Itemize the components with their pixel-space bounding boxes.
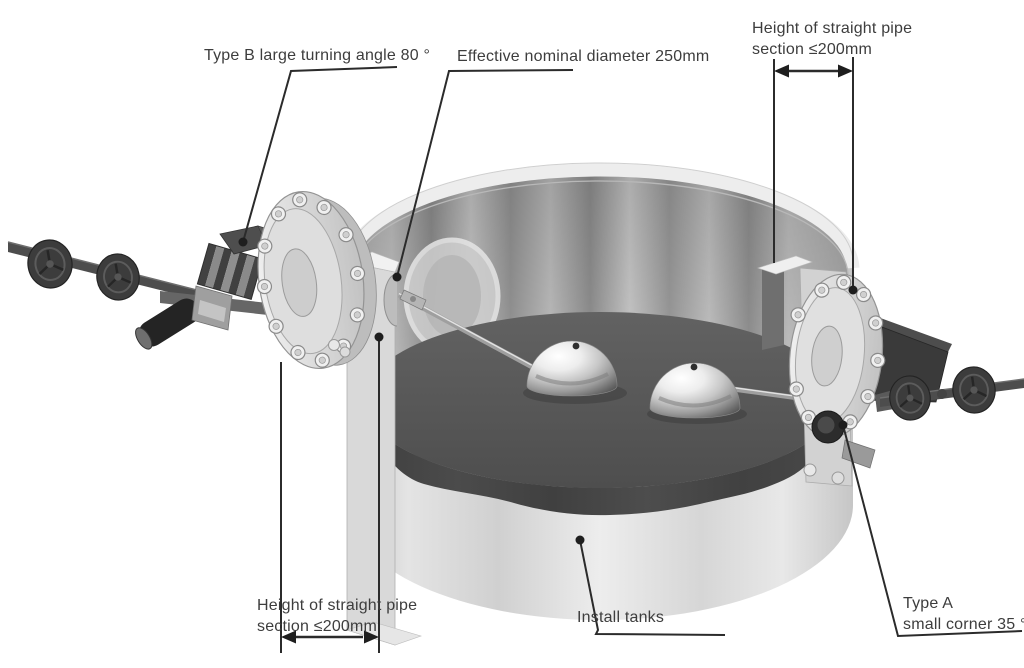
install-tanks-dot [575,535,585,545]
label-straight-pipe-right-line2: section ≤200mm [752,41,873,58]
left-float [523,340,627,404]
arrowhead [364,630,379,644]
type-a-leader [842,424,1023,638]
label-effective-diameter: Effective nominal diameter 250mm [457,48,710,65]
label-straight-pipe-left: Height of straight pipe section ≤200mm [257,595,417,637]
right-float [647,362,747,424]
right-measure-dot [848,285,858,295]
tank-left-cut-wall [345,251,422,646]
left-measure-dot [374,332,384,342]
right-handwheel-2 [948,363,1000,417]
arrowhead [774,64,789,78]
label-straight-pipe-right-line1: Height of straight pipe [752,20,913,37]
callout-leaders [242,57,1023,653]
label-install-tanks: Install tanks [577,609,665,626]
install-tanks-leader [579,539,726,636]
tank-right-cut-wall [757,255,813,350]
type-b-leader [242,66,398,243]
left-float-rod [397,289,538,372]
label-type-a-line1: Type A [903,595,954,612]
label-type-b: Type B large turning angle 80 ° [204,47,431,64]
type-a-dot [838,420,848,430]
label-straight-pipe-right: Height of straight pipe section ≤200mm [752,18,912,60]
label-straight-pipe-left-line2: section ≤200mm [257,618,378,635]
right-flange [788,273,887,439]
label-straight-pipe-left-line1: Height of straight pipe [257,597,418,614]
arrowhead [838,64,853,78]
arrowhead [281,630,296,644]
left-flange [255,190,377,370]
left-handwheel-1 [22,235,78,293]
effective-diameter-dot [392,272,402,282]
label-type-a: Type A small corner 35 ° [903,593,1024,635]
left-flange-valve-assembly [135,190,377,370]
type-b-dot [238,237,248,247]
left-handwheel-2 [92,249,144,305]
effective-diameter-leader [396,69,574,278]
label-type-a-line2: small corner 35 ° [903,616,1024,633]
callout-dots [238,64,858,644]
right-flange-valve-assembly [788,267,1024,487]
